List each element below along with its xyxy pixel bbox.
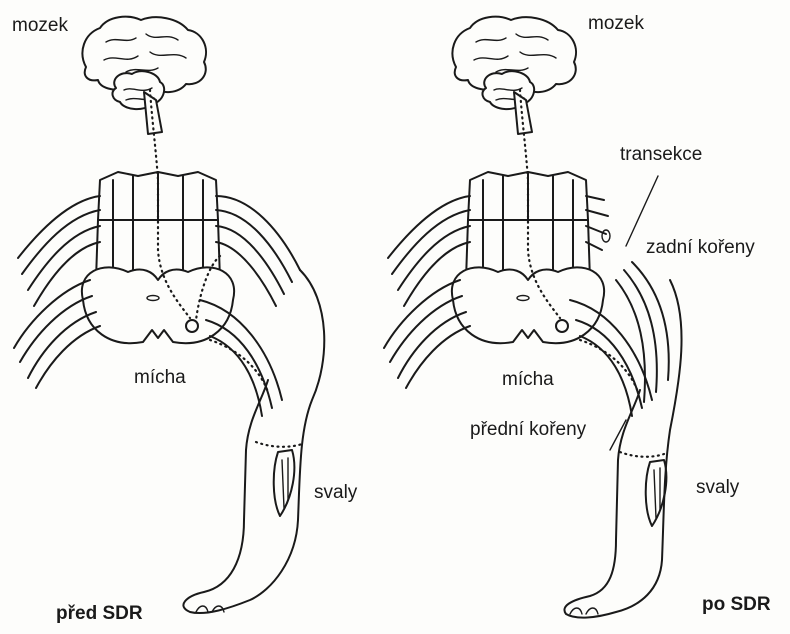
right-cord-label: mícha (502, 370, 554, 389)
right-brain-label: mozek (588, 14, 644, 33)
right-muscles-label: svaly (696, 478, 739, 497)
left-brain-label: mozek (12, 16, 68, 35)
right-spinal-cord-icon (452, 172, 604, 343)
left-motor-neuron (186, 320, 198, 332)
left-spinal-cord-icon (82, 172, 234, 343)
transection-leader-line (626, 176, 658, 246)
left-panel-title: před SDR (56, 604, 143, 623)
ventral-roots-label: přední kořeny (470, 420, 586, 439)
dorsal-roots-label: zadní kořeny (646, 238, 755, 257)
left-cord-label: mícha (134, 368, 186, 387)
right-motor-neuron (556, 320, 568, 332)
left-muscles-label: svaly (314, 483, 357, 502)
right-reflex-pathway (580, 340, 638, 392)
left-muscle-icon (274, 450, 295, 516)
right-brain-icon (452, 17, 576, 134)
left-brain-icon (82, 17, 206, 134)
transection-label: transekce (620, 145, 702, 164)
right-panel-title: po SDR (702, 595, 771, 614)
